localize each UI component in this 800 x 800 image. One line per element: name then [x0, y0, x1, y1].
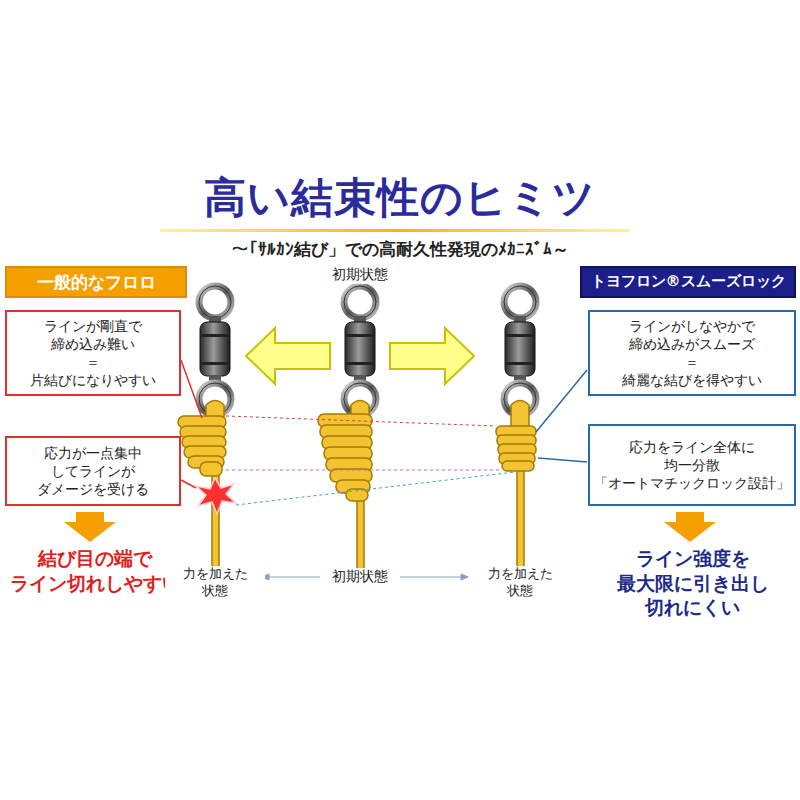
subtitle: ～「ｻﾙｶﾝ結び」での高耐久性発現のﾒｶﾆｽﾞﾑ～ [150, 238, 650, 261]
box-text: ラインがしなやかで 締め込みがスムーズ ＝ 綺麗な結びを得やすい [594, 317, 790, 390]
box-text: 応力が一点集中 してラインが ダメージを受ける [11, 444, 175, 499]
title: 高い結束性のヒミツ [150, 170, 650, 226]
result-note: 結び目の端で ライン切れしやすい [0, 546, 190, 595]
box-text: 応力をライン全体に 均一分散 「オートマチックロック設計」 [594, 438, 790, 493]
box-text: ラインが剛直で 締め込み難い ＝ 片結びになりやすい [11, 317, 175, 390]
state-label: 初期状態 [320, 568, 400, 586]
result-note: ライン強度を 最大限に引き出し 切れにくい [590, 546, 795, 620]
box-text: 一般的なフロロ [11, 271, 181, 293]
callout-box: ラインがしなやかで 締め込みがスムーズ ＝ 綺麗な結びを得やすい [588, 310, 796, 396]
state-label: 初期状態 [310, 266, 410, 284]
state-label: 力を加えた 状態 [470, 566, 570, 600]
category-header: 一般的なフロロ [5, 266, 187, 298]
callout-box: ラインが剛直で 締め込み難い ＝ 片結びになりやすい [5, 310, 181, 396]
state-label: 力を加えた 状態 [165, 566, 265, 600]
category-header: トヨフロン®スムーズロック [580, 266, 796, 298]
callout-box: 応力をライン全体に 均一分散 「オートマチックロック設計」 [588, 424, 796, 506]
box-text: トヨフロン®スムーズロック [586, 272, 790, 292]
callout-box: 応力が一点集中 してラインが ダメージを受ける [5, 436, 181, 506]
